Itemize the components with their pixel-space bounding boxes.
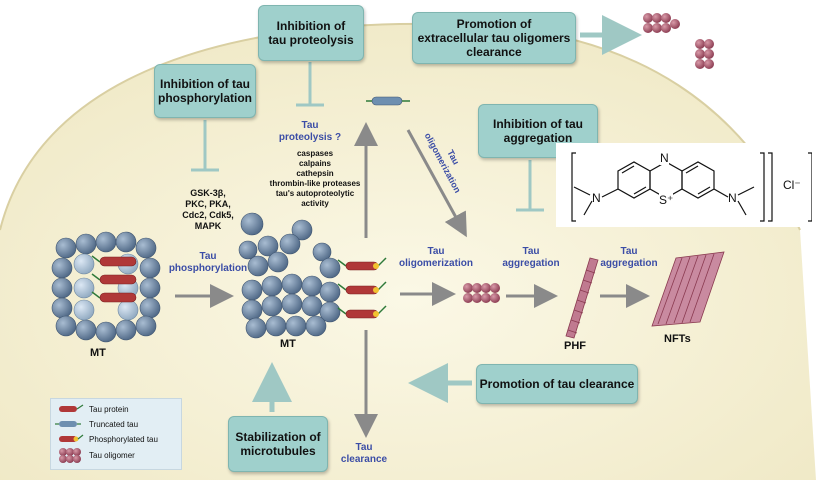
proteases-list: caspases calpains cathepsin thrombin-lik… xyxy=(269,149,361,208)
sulfonium-label: S⁺ xyxy=(659,193,674,207)
tau-oligomerization-label: Tau oligomerization xyxy=(399,246,473,269)
left-dimethylamino-n: N xyxy=(592,191,601,205)
tau-aggregation-label-2: Tau aggregation xyxy=(600,246,658,269)
chloride-counterion: Cl⁻ xyxy=(783,178,801,192)
methylene-blue-structure: N S⁺ N N Cl⁻ xyxy=(556,143,812,227)
microtubule-center xyxy=(238,212,341,339)
inhibition-tau-aggregation-box: Inhibition of tau aggregation xyxy=(478,104,598,158)
mt-center-label: MT xyxy=(280,338,296,350)
tau-phosphorylation-label: Tau phosphorylation xyxy=(168,251,248,274)
inhibition-tau-phosphorylation-box: Inhibition of tau phosphorylation xyxy=(154,64,256,118)
right-dimethylamino-n: N xyxy=(728,191,737,205)
microtubule-left xyxy=(51,231,161,343)
legend-tau-oligomer: Tau oligomer xyxy=(89,451,135,460)
mt-left-label: MT xyxy=(90,347,106,359)
phf-fibril xyxy=(565,257,599,339)
tau-oligomer-center xyxy=(463,283,500,303)
legend-tau-protein: Tau protein xyxy=(89,405,129,414)
kinases-list: GSK-3β, PKC, PKA, Cdc2, Cdk5, MAPK xyxy=(182,188,234,231)
nfts-label: NFTs xyxy=(664,333,691,345)
methylene-blue-drawing xyxy=(571,152,812,222)
truncated-tau-top xyxy=(366,96,410,106)
tau-oligomer-extracellular-1 xyxy=(643,13,680,33)
pathway-arrows xyxy=(175,122,650,438)
legend-tau-protein-icon xyxy=(59,404,84,412)
ring-nitrogen-label: N xyxy=(660,151,669,165)
tau-clearance-label: Tau clearance xyxy=(340,442,388,465)
legend-truncated-tau: Truncated tau xyxy=(89,420,139,429)
tau-aggregation-label-1: Tau aggregation xyxy=(502,246,560,269)
promotion-tau-clearance-box: Promotion of tau clearance xyxy=(476,364,638,404)
legend-truncated-tau-icon xyxy=(55,421,81,427)
promotion-extracellular-clearance-box: Promotion of extracellular tau oligomers… xyxy=(412,12,576,64)
legend-phosphorylated-tau-icon xyxy=(59,434,84,442)
legend: Tau protein Truncated tau Phosphorylated… xyxy=(50,398,182,470)
inhibition-tau-proteolysis-box: Inhibition of tau proteolysis xyxy=(258,5,364,61)
phf-label: PHF xyxy=(564,340,586,352)
nft-bundle xyxy=(651,251,725,327)
tau-proteolysis-question-label: Tau proteolysis ? xyxy=(278,120,342,143)
tau-oligomer-extracellular-2 xyxy=(695,39,714,69)
legend-phosphorylated-tau: Phosphorylated tau xyxy=(89,435,158,444)
legend-tau-oligomer-icon xyxy=(59,448,81,463)
inhibitor-lines xyxy=(191,62,544,212)
phosphorylated-tau-group xyxy=(337,257,387,319)
stabilization-microtubules-box: Stabilization of microtubules xyxy=(228,416,328,472)
